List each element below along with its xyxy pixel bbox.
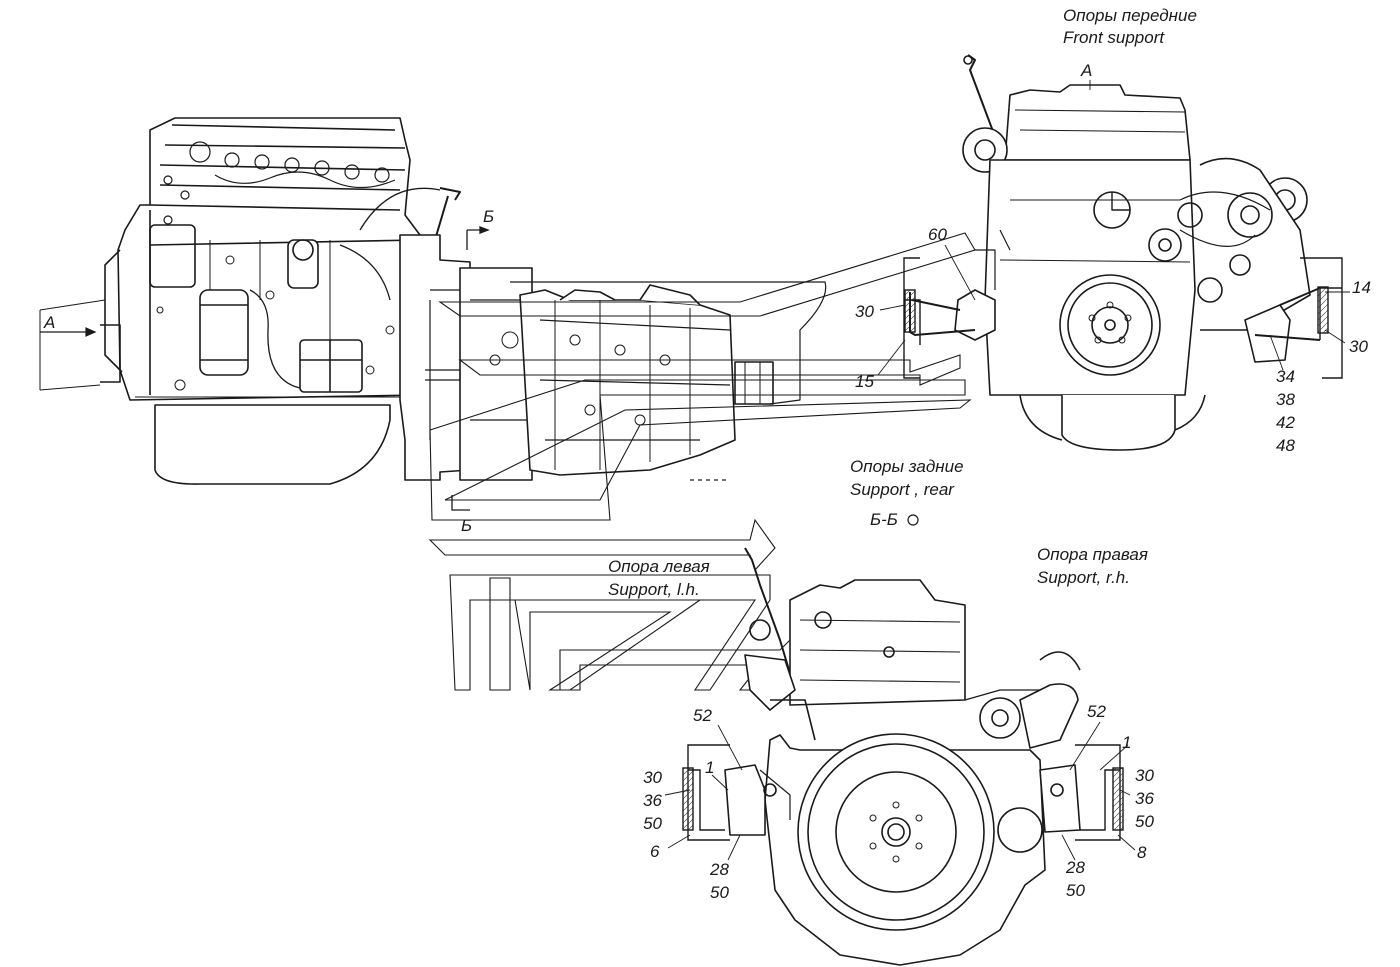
engine-front-view xyxy=(954,54,1311,451)
section-label-top: Б xyxy=(483,207,495,226)
side-view-arrow-label: A xyxy=(44,313,56,332)
right-support-title-en: Support, r.h. xyxy=(1037,568,1130,587)
leader-arrows-rear xyxy=(428,518,796,691)
callout-28-rear-left: 28 xyxy=(710,860,729,879)
callout-52-left: 52 xyxy=(693,706,712,725)
callout-50-rear-right: 50 xyxy=(1135,812,1154,831)
callout-42: 42 xyxy=(1276,413,1295,432)
callout-28-rear-right: 28 xyxy=(1066,858,1085,877)
callout-stack-rear-right-bottom: 28 50 xyxy=(1066,858,1085,904)
callout-30-front-left: 30 xyxy=(855,302,874,321)
callout-stack-front-right: 34 38 42 48 xyxy=(1276,367,1295,459)
callout-60: 60 xyxy=(928,225,947,244)
front-support-title-en: Front support xyxy=(1063,28,1165,47)
callout-48: 48 xyxy=(1276,436,1295,455)
callout-34: 34 xyxy=(1276,367,1295,386)
callout-30-rear-right: 30 xyxy=(1135,766,1154,785)
view-arrow-a xyxy=(40,327,97,337)
view-symbol-icon xyxy=(907,514,919,526)
rear-support-title-en: Support , rear xyxy=(850,480,954,499)
callout-36-rear-left: 36 xyxy=(643,791,662,810)
callout-6: 6 xyxy=(650,842,660,861)
callout-52-right: 52 xyxy=(1087,702,1106,721)
callout-1-right: 1 xyxy=(1122,733,1132,752)
rear-leader-lines xyxy=(664,721,1136,861)
callout-1-left: 1 xyxy=(705,758,715,777)
callout-14: 14 xyxy=(1352,278,1371,297)
callout-50-rear-right-bottom: 50 xyxy=(1066,881,1085,900)
rear-support-title-ru: Опоры задние xyxy=(850,457,964,476)
front-leader-lines xyxy=(877,80,1350,376)
callout-36-rear-right: 36 xyxy=(1135,789,1154,808)
callout-stack-rear-left: 30 36 50 xyxy=(640,768,662,837)
callout-stack-rear-right: 30 36 50 xyxy=(1135,766,1154,835)
rear-mount-brackets xyxy=(682,744,1124,841)
callout-30-front-right: 30 xyxy=(1349,337,1368,356)
engine-rear-view xyxy=(724,547,1081,966)
front-mount-brackets xyxy=(903,257,1343,379)
callout-stack-rear-left-bottom: 28 50 xyxy=(710,860,729,906)
front-view-arrow-label: A xyxy=(1081,61,1093,80)
callout-30-rear-left: 30 xyxy=(643,768,662,787)
right-support-title-ru: Опора правая xyxy=(1037,545,1148,564)
callout-15: 15 xyxy=(855,372,874,391)
left-support-title-en: Support, l.h. xyxy=(608,580,700,599)
engine-side-view xyxy=(39,117,827,485)
section-marks xyxy=(451,226,730,511)
section-label-bottom: Б xyxy=(461,516,473,535)
front-support-title-ru: Опоры передние xyxy=(1063,6,1197,25)
left-support-title-ru: Опора левая xyxy=(608,557,710,576)
callout-38: 38 xyxy=(1276,390,1295,409)
callout-50-rear-left: 50 xyxy=(643,814,662,833)
callout-8: 8 xyxy=(1137,843,1147,862)
section-view-label: Б-Б xyxy=(870,510,898,529)
callout-50-rear-left-bottom: 50 xyxy=(710,883,729,902)
